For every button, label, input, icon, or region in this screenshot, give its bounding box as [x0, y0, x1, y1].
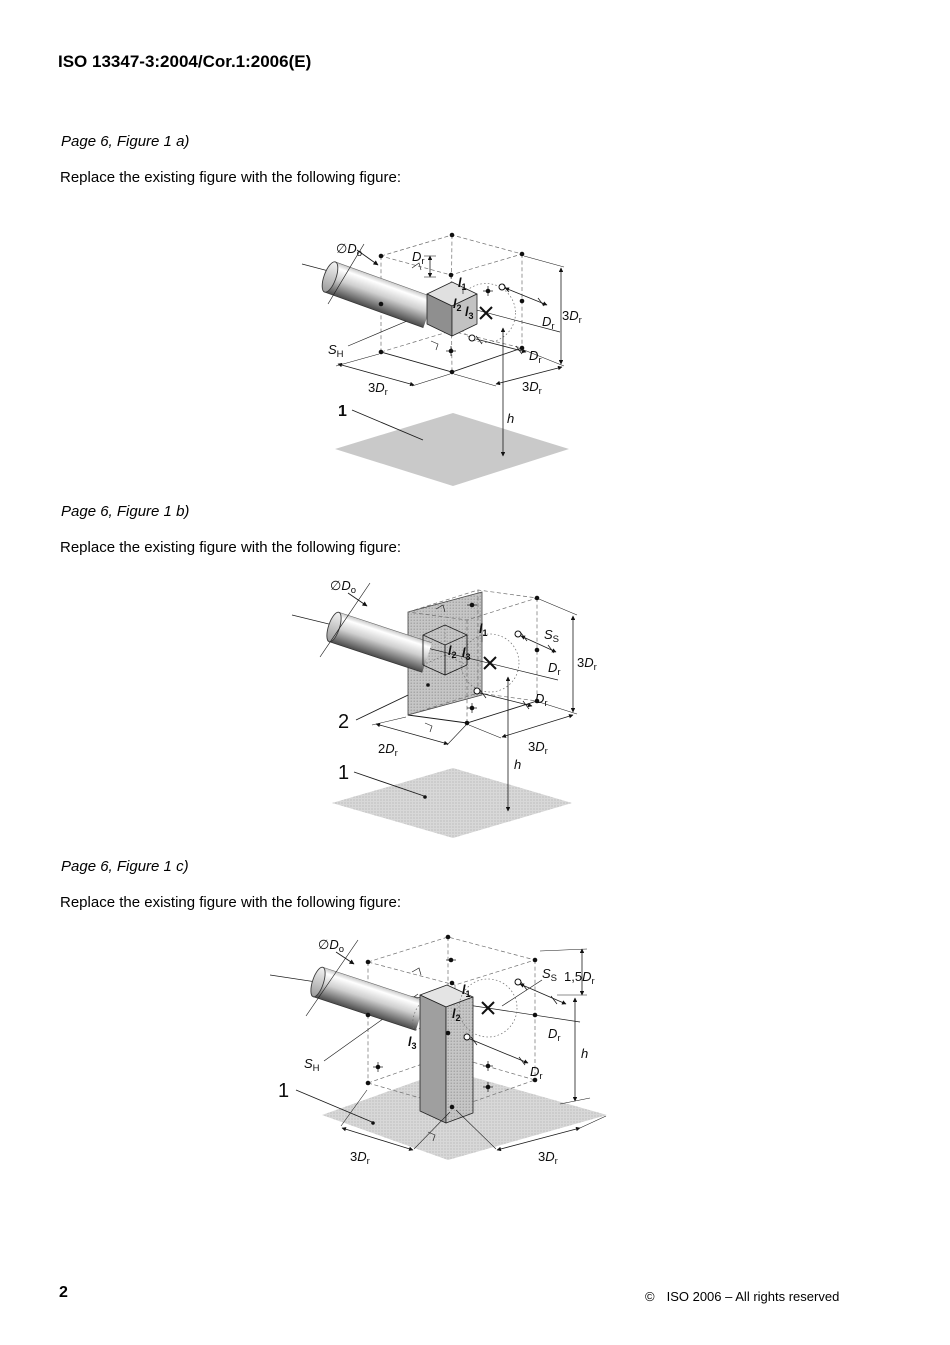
diameter-leader — [347, 592, 368, 607]
label-dr-diag-lower: Dr — [530, 1064, 543, 1082]
label-l1: l1 — [479, 622, 488, 638]
mic-position-circle — [463, 1033, 471, 1041]
figure-1c-drawing: ∅Do l1 l2 l3 SS SH 1,5Dr Dr Dr 3Dr 3Dr h… — [270, 934, 607, 1167]
floor-ref-leader — [295, 1089, 373, 1123]
label-l1: l1 — [458, 276, 467, 292]
label-ref-wall: 2 — [338, 711, 349, 733]
rotation-circle — [460, 633, 520, 693]
label-dr-diag-upper: Dr — [548, 660, 561, 678]
section-c-instruction: Replace the existing figure with the fol… — [60, 894, 402, 911]
label-sh: SH — [328, 342, 344, 360]
label-l1: l1 — [462, 983, 471, 999]
label-l3: l3 — [462, 646, 471, 662]
figure-1a-drawing: ∅Do Dr l1 l2 l3 SH Dr Dr 3Dr 3Dr 3Dr h 1 — [301, 232, 582, 486]
diameter-line — [327, 243, 365, 305]
section-b-caption: Page 6, Figure 1 b) — [61, 503, 190, 520]
label-3dr-bottom-left: 3Dr — [368, 380, 388, 398]
label-ref-floor: 1 — [338, 403, 347, 420]
label-ss: SS — [544, 627, 559, 645]
copyright-notice: © ISO 2006 – All rights reserved — [645, 1289, 839, 1304]
label-height: h — [581, 1046, 588, 1061]
label-l2: l2 — [452, 1007, 461, 1023]
label-height: h — [514, 757, 521, 772]
label-l3: l3 — [408, 1035, 417, 1051]
label-ref-floor: 1 — [338, 762, 349, 784]
dimensions — [335, 255, 565, 457]
label-l2: l2 — [448, 644, 457, 660]
label-ss: SS — [542, 966, 557, 984]
label-3dr-bottom-right: 3Dr — [538, 1149, 558, 1167]
label-3dr-right: 3Dr — [577, 655, 597, 673]
label-2dr-bottom-left: 2Dr — [378, 741, 398, 759]
fan-duct-cylinder — [326, 611, 433, 673]
copyright-text: ISO 2006 – All rights reserved — [666, 1289, 840, 1304]
page-title: ISO 13347-3:2004/Cor.1:2006(E) — [58, 52, 312, 71]
mic-position-circle — [473, 687, 481, 695]
label-3dr-bottom-left: 3Dr — [350, 1149, 370, 1167]
measurement-dots — [365, 934, 538, 1125]
measurement-point-x — [479, 306, 493, 320]
label-l2: l2 — [453, 297, 462, 313]
figure-1b-drawing: ∅Do l1 l2 l3 SS Dr Dr 3Dr 2Dr 3Dr h 2 1 — [291, 578, 597, 838]
label-dr-diag-lower: Dr — [535, 691, 548, 709]
measurement-point-x — [483, 656, 497, 670]
label-3dr-bottom-right: 3Dr — [522, 379, 542, 397]
copyright-symbol: © — [645, 1289, 655, 1304]
diameter-line — [319, 582, 371, 658]
label-dr-diag-upper: Dr — [548, 1026, 561, 1044]
diameter-leader — [356, 249, 379, 266]
section-b-instruction: Replace the existing figure with the fol… — [60, 539, 402, 556]
label-dr-top: Dr — [412, 249, 425, 267]
label-diameter: ∅Do — [318, 937, 344, 955]
section-c-caption: Page 6, Figure 1 c) — [61, 858, 189, 875]
floor-ref-leader — [351, 409, 424, 441]
anemometer-cube — [422, 624, 468, 676]
label-l3: l3 — [465, 305, 474, 321]
label-diameter: ∅Do — [336, 241, 362, 259]
section-a-caption: Page 6, Figure 1 a) — [61, 133, 190, 150]
rotation-circle — [458, 978, 518, 1038]
label-dr-diag-lower: Dr — [529, 348, 542, 366]
diameter-line — [305, 939, 359, 1017]
fan-duct-cylinder — [310, 966, 426, 1031]
fan-duct-cylinder — [321, 261, 435, 328]
page-number: 2 — [59, 1284, 68, 1301]
label-diameter: ∅Do — [330, 578, 356, 596]
measurement-point-x — [481, 1001, 495, 1015]
mic-position-circle — [468, 334, 476, 342]
floor-plane — [332, 768, 572, 838]
label-3dr-right: 3Dr — [562, 308, 582, 326]
dimensions — [371, 598, 578, 812]
label-height: h — [507, 411, 514, 426]
mic-position-circle — [514, 630, 522, 638]
diameter-leader — [335, 951, 355, 965]
anemometer-cube — [426, 281, 478, 337]
label-1-5dr: 1,5Dr — [564, 969, 595, 987]
dimensions — [340, 948, 607, 1152]
section-a-instruction: Replace the existing figure with the fol… — [60, 169, 402, 186]
label-3dr-bottom-right: 3Dr — [528, 739, 548, 757]
floor-ref-leader — [353, 771, 425, 797]
label-ref-floor: 1 — [278, 1080, 289, 1102]
support-column — [419, 984, 474, 1124]
floor-plane — [335, 413, 569, 486]
label-dr-diag-upper: Dr — [542, 314, 555, 332]
label-sh: SH — [304, 1056, 320, 1074]
